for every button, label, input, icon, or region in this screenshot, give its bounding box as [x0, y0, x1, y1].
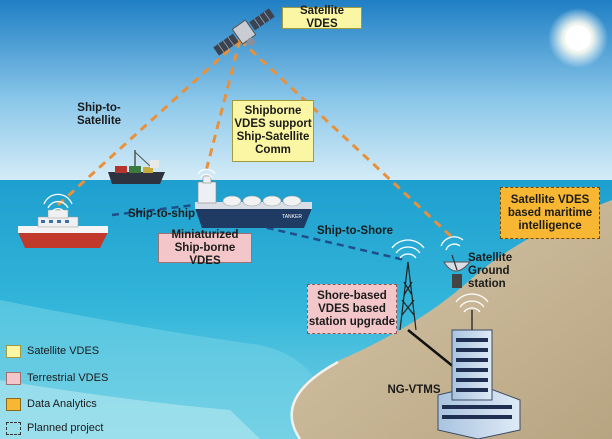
radio-tower-signal-icon: [391, 239, 425, 259]
ship-to-ship-link: [111, 203, 196, 217]
legend-swatch-data-analytics: [6, 397, 21, 411]
satellite-intelligence-label: Satellite VDES based maritime intelligen…: [507, 193, 593, 232]
miniaturized-shipborne-label: Miniaturized Ship-borne VDES: [171, 228, 239, 267]
shore-based-upgrade-label: Shore-based VDES based station upgrade: [308, 289, 396, 328]
legend-item-planned-project: Planned project: [6, 420, 103, 436]
shore-based-upgrade-box: Shore-based VDES based station upgrade: [307, 284, 397, 334]
satellite-dish-icon: [443, 254, 472, 288]
satellite-intelligence-box: Satellite VDES based maritime intelligen…: [500, 187, 600, 239]
ship-to-ship-label: Ship-to-ship: [128, 208, 196, 220]
passenger-ship-icon: [18, 209, 108, 248]
legend-item-data-analytics: Data Analytics: [6, 396, 97, 412]
satellite-link-lines: [56, 38, 457, 242]
satellite-icon: [213, 8, 275, 56]
shore: [291, 200, 612, 439]
ship-to-satellite-label: Ship-to- Satellite: [76, 102, 122, 127]
satellite-vdes-box: Satellite VDES: [282, 5, 362, 30]
shipborne-vdes-support-label: Shipborne VDES support Ship-Satellite Co…: [234, 105, 312, 156]
ground-station-signal-icon: [440, 236, 464, 251]
miniaturized-shipborne-box: Miniaturized Ship-borne VDES: [158, 229, 252, 267]
ng-vtms-label: NG-VTMS: [387, 384, 441, 396]
tanker-marking: TANKER: [282, 214, 302, 220]
radio-tower-icon: [399, 261, 417, 331]
legend-label-satellite-vdes: Satellite VDES: [27, 345, 100, 357]
vtms-building-icon: [437, 310, 521, 439]
tanker-ship-icon: TANKER: [195, 175, 312, 228]
shipborne-vdes-support-box: Shipborne VDES support Ship-Satellite Co…: [232, 100, 314, 162]
legend-label-planned-project: Planned project: [27, 422, 104, 434]
legend-item-terrestrial-vdes: Terrestrial VDES: [6, 370, 108, 386]
passenger-ship-signal-icon: [43, 193, 73, 213]
legend-item-satellite-vdes: Satellite VDES: [6, 343, 99, 359]
legend-swatch-planned-project: [6, 421, 21, 435]
legend-label-terrestrial-vdes: Terrestrial VDES: [27, 372, 109, 384]
ship-to-shore-label: Ship-to-Shore: [316, 225, 394, 237]
legend-label-data-analytics: Data Analytics: [27, 398, 97, 410]
legend-swatch-satellite-vdes: [6, 344, 21, 358]
tanker-signal-icon: [197, 168, 216, 179]
cargo-ship-icon: [108, 150, 165, 184]
legend-swatch-terrestrial-vdes: [6, 371, 21, 385]
satellite-vdes-label: Satellite VDES: [299, 5, 345, 30]
vtms-signal-icon: [455, 293, 489, 313]
ship-to-shore-link: [254, 223, 406, 262]
satellite-ground-station-label: Satellite Ground station: [468, 252, 513, 290]
tower-to-vtms-link: [407, 329, 461, 373]
